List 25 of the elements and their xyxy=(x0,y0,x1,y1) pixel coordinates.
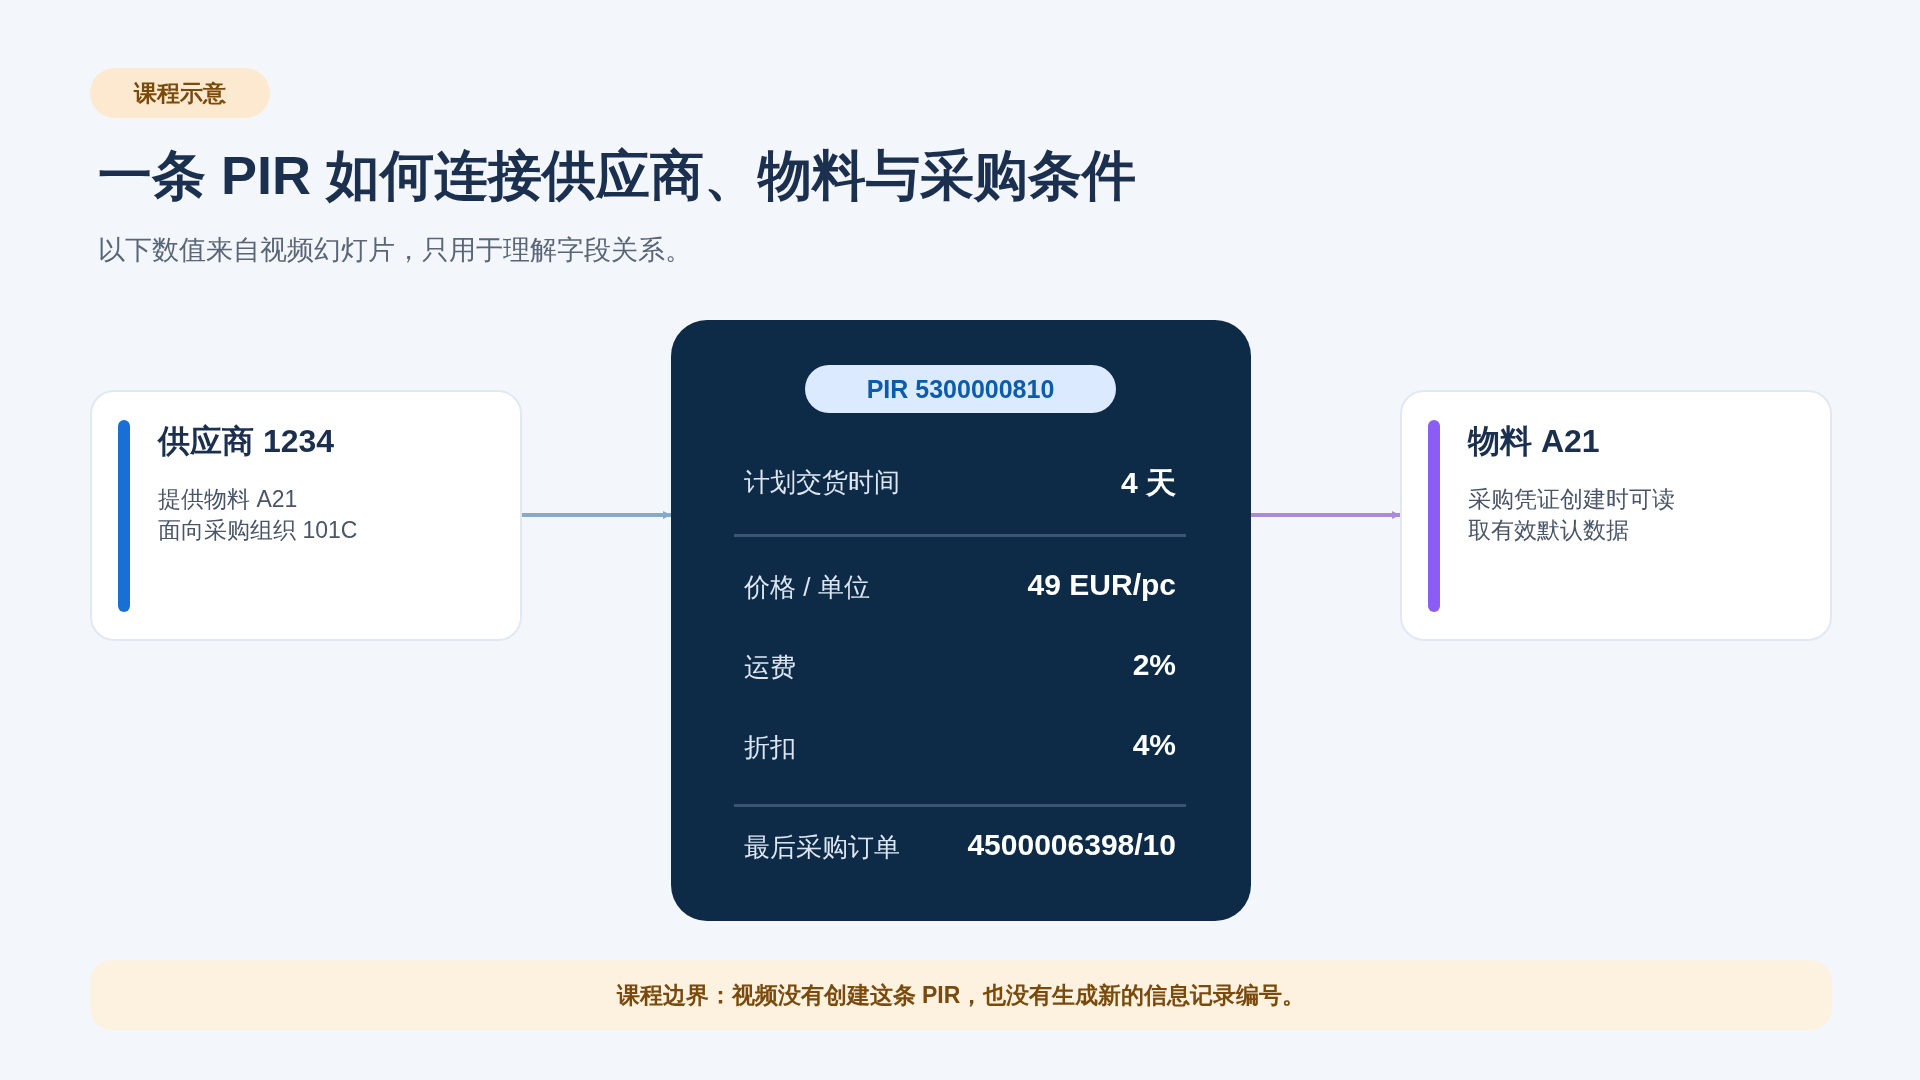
card-text: 面向采购组织 101C xyxy=(158,516,359,545)
field-label: 价格 / 单位 xyxy=(744,571,870,604)
field-value: 2% xyxy=(1132,648,1176,682)
arrow xyxy=(522,511,671,519)
card-text: 提供物料 A21 xyxy=(158,485,299,514)
subtitle: 以下数值来自视频幻灯片，只用于理解字段关系。 xyxy=(98,234,692,267)
card-heading: 物料 A21 xyxy=(1468,422,1600,461)
info-card xyxy=(90,390,522,641)
tag-badge: 课程示意 xyxy=(90,68,270,118)
info-card xyxy=(1400,390,1832,641)
field-label: 最后采购订单 xyxy=(744,831,900,864)
arrow xyxy=(1251,511,1400,519)
id-pill: PIR 5300000810 xyxy=(805,365,1116,413)
note-banner: 课程边界：视频没有创建这条 PIR，也没有生成新的信息记录编号。 xyxy=(90,960,1832,1030)
title: 一条 PIR 如何连接供应商、物料与采购条件 xyxy=(98,144,1137,207)
field-value: 4500006398/10 xyxy=(967,828,1176,862)
card-heading: 供应商 1234 xyxy=(158,422,335,461)
field-value: 49 EUR/pc xyxy=(1027,568,1176,602)
field-label: 计划交货时间 xyxy=(744,466,900,499)
card-text: 采购凭证创建时可读取有效默认数据 xyxy=(1468,485,1676,545)
field-label: 折扣 xyxy=(744,731,796,764)
field-value: 4 天 xyxy=(1120,465,1176,501)
field-label: 运费 xyxy=(744,651,796,684)
detail-card xyxy=(671,320,1251,921)
field-value: 4% xyxy=(1132,728,1176,762)
